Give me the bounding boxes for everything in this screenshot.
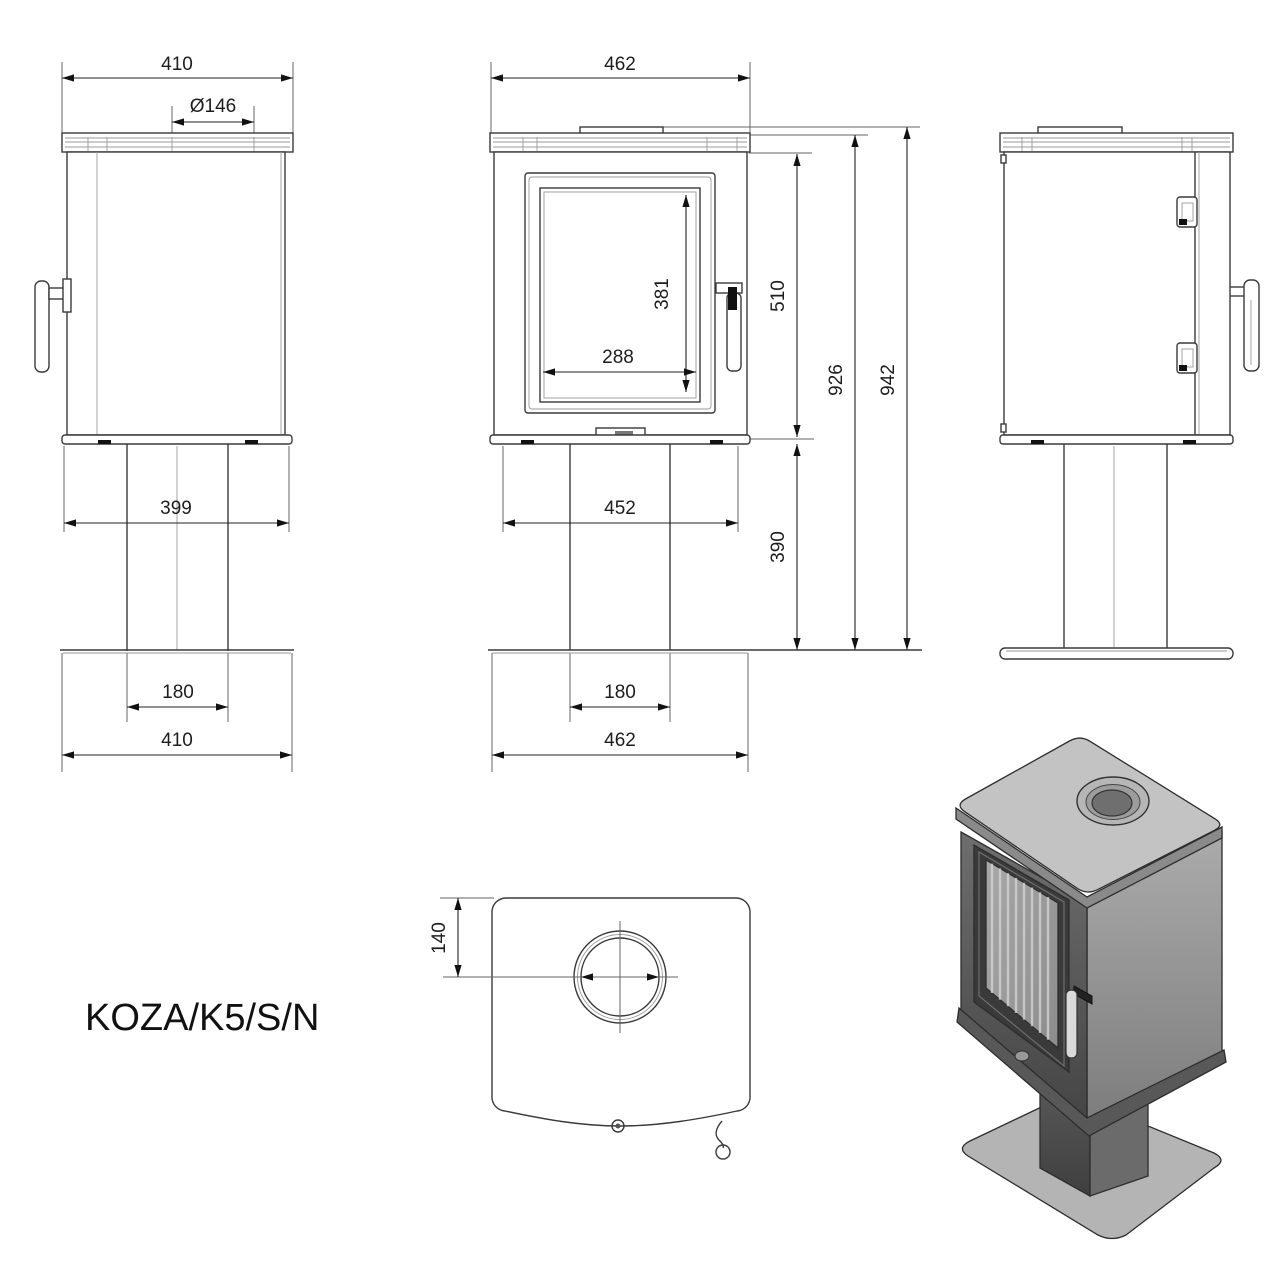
dim-front-top-width: 462	[604, 54, 636, 75]
dim-top-flue-offset: 140	[429, 922, 450, 954]
dim-extension-lines	[490, 62, 920, 772]
door	[524, 172, 716, 414]
door-cord-and-ring	[715, 1120, 731, 1160]
dim-left-base-width: 410	[161, 730, 193, 751]
dim-front-body-bottom: 452	[604, 498, 636, 519]
flue-opening	[443, 921, 678, 1033]
iso-body-bottom-band	[956, 1006, 1227, 1137]
dim-front-total-height: 942	[878, 364, 899, 396]
iso-glass-stripes	[990, 863, 1050, 1040]
body-base-plate	[999, 434, 1234, 445]
iso-view	[955, 737, 1227, 1240]
floor-base-plate	[488, 649, 922, 654]
dim-left-body-bottom: 399	[160, 498, 192, 519]
dim-left-flue-diameter: Ø146	[190, 96, 236, 117]
top-plate	[61, 132, 294, 153]
dim-front-body-height: 510	[768, 280, 789, 312]
stove-body	[1000, 151, 1231, 436]
body-base-plate	[61, 434, 293, 445]
dim-extension-lines	[61, 62, 294, 772]
top-view: 140	[429, 897, 751, 1160]
stove-body	[66, 151, 286, 436]
floor-base-plate	[999, 647, 1234, 660]
pedestal-column	[569, 444, 671, 650]
dim-front-base-width: 462	[604, 730, 636, 751]
ash-knob	[611, 1119, 625, 1133]
dim-left-top-width: 410	[161, 54, 193, 75]
floor-base-plate	[60, 649, 294, 654]
right-side-view	[999, 126, 1260, 660]
top-plate	[999, 132, 1234, 153]
dim-left-pedestal-width: 180	[162, 682, 194, 703]
door-handle	[715, 282, 743, 372]
iso-top-plate-edge	[955, 806, 1223, 909]
dim-front-pedestal-width: 180	[604, 682, 636, 703]
front-view: 462 381 288	[488, 54, 922, 772]
dim-front-height-to-plate: 926	[826, 364, 847, 396]
iso-flue-collar	[1076, 776, 1150, 826]
iso-ash-knob	[1014, 1050, 1030, 1062]
pedestal-column	[1063, 444, 1168, 648]
top-plate	[489, 132, 751, 153]
diameter-arrow-left	[581, 973, 593, 981]
top-plate-outline	[491, 897, 751, 1127]
door-handle	[34, 278, 72, 373]
iso-door-handle	[1065, 985, 1093, 1059]
pedestal-column	[126, 444, 229, 651]
body-base-plate	[489, 434, 751, 445]
model-label: KOZA/K5/S/N	[85, 997, 319, 1039]
door-glass	[539, 187, 701, 403]
dim-front-pedestal-height: 390	[768, 531, 789, 563]
diameter-arrow-right	[647, 973, 659, 981]
door-handle	[1230, 279, 1260, 372]
door-hinge-top	[1176, 196, 1198, 228]
dim-front-glass-height: 381	[652, 278, 673, 310]
door-hinge-bottom	[1176, 342, 1198, 374]
dim-front-glass-width: 288	[602, 347, 634, 368]
left-side-view: 410 Ø146	[34, 54, 294, 772]
